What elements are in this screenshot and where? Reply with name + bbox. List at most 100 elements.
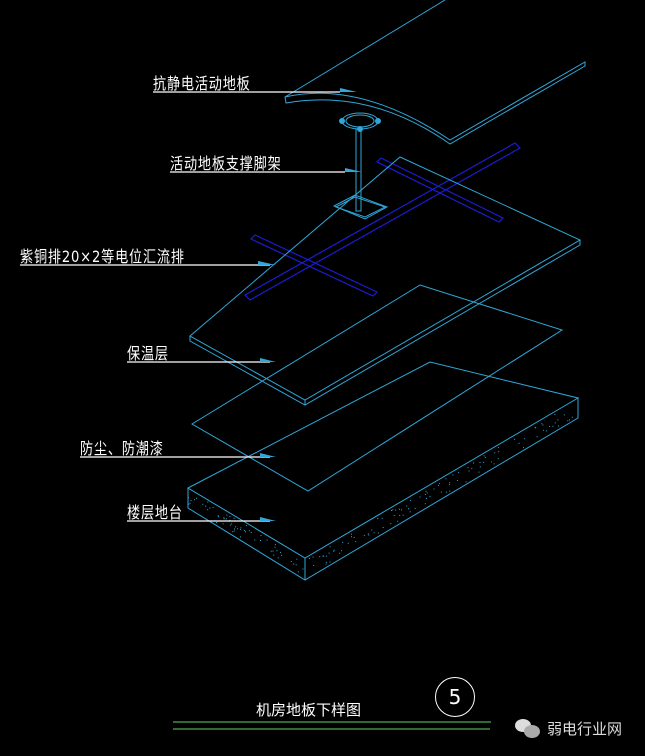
speckle bbox=[367, 533, 369, 535]
speckle bbox=[377, 532, 379, 534]
speckle bbox=[438, 484, 439, 486]
speckle bbox=[313, 564, 315, 566]
speckle bbox=[381, 517, 383, 519]
speckle bbox=[549, 426, 551, 427]
speckle bbox=[523, 447, 524, 449]
wechat-icon bbox=[515, 718, 541, 739]
speckle bbox=[329, 546, 331, 548]
speckle bbox=[536, 436, 538, 438]
speckle bbox=[216, 522, 218, 523]
speckle bbox=[448, 484, 450, 486]
speckle bbox=[439, 482, 441, 484]
speckle bbox=[245, 531, 246, 533]
watermark-text: 弱电行业网 bbox=[547, 720, 623, 738]
speckle bbox=[225, 518, 227, 520]
speckle bbox=[339, 552, 341, 554]
dust-moisture-paint-layer bbox=[191, 284, 564, 492]
speckle bbox=[355, 541, 357, 543]
speckle bbox=[382, 527, 384, 528]
speckle bbox=[333, 550, 335, 552]
speckle bbox=[272, 550, 274, 552]
speckle bbox=[445, 478, 447, 480]
speckle bbox=[231, 523, 233, 525]
speckle bbox=[254, 539, 256, 541]
speckle bbox=[209, 507, 211, 509]
speckle bbox=[222, 523, 224, 525]
speckle bbox=[274, 546, 276, 548]
speckle bbox=[471, 467, 473, 469]
speckle bbox=[290, 561, 292, 562]
label-antistatic-floor: 抗静电活动地板 bbox=[153, 74, 251, 93]
speckle bbox=[189, 502, 191, 504]
speckle bbox=[524, 438, 526, 440]
floor-slab bbox=[186, 361, 580, 581]
speckle bbox=[433, 488, 435, 490]
speckle bbox=[351, 536, 352, 538]
speckle bbox=[368, 534, 370, 536]
speckle bbox=[569, 419, 570, 421]
speckle bbox=[402, 514, 404, 516]
speckle bbox=[467, 467, 469, 468]
speckle bbox=[406, 505, 408, 507]
speckle bbox=[408, 508, 409, 510]
label-floor-slab: 楼层地台 bbox=[127, 503, 183, 522]
speckle bbox=[414, 507, 416, 509]
insulation-layer bbox=[189, 156, 582, 406]
speckle bbox=[188, 503, 190, 505]
speckle bbox=[347, 542, 349, 544]
speckle bbox=[260, 540, 261, 541]
speckle bbox=[483, 455, 485, 457]
speckle bbox=[328, 552, 330, 554]
speckle bbox=[377, 518, 379, 520]
speckle bbox=[276, 550, 278, 552]
speckle bbox=[194, 499, 195, 501]
speckle bbox=[534, 426, 536, 428]
label-dust-moisture-paint: 防尘、防潮漆 bbox=[80, 439, 164, 458]
speckle bbox=[567, 420, 569, 422]
speckle bbox=[554, 422, 556, 424]
title-underline bbox=[173, 721, 491, 730]
speckle bbox=[425, 490, 427, 492]
drawing-number: 5 bbox=[435, 677, 475, 717]
copper-busbar bbox=[244, 142, 521, 301]
label-copper-busbar: 紫铜排20×2等电位汇流排 bbox=[20, 247, 185, 266]
speckle bbox=[302, 568, 304, 570]
speckle bbox=[399, 508, 400, 510]
speckle bbox=[409, 511, 411, 513]
speckle bbox=[323, 555, 325, 557]
speckle bbox=[243, 530, 245, 532]
speckle bbox=[229, 519, 231, 521]
speckle bbox=[250, 532, 252, 533]
speckle bbox=[266, 539, 268, 541]
speckle bbox=[424, 493, 426, 495]
speckle bbox=[240, 527, 242, 529]
speckle bbox=[322, 555, 324, 557]
speckle bbox=[205, 505, 207, 507]
speckle bbox=[212, 506, 214, 508]
speckle bbox=[202, 503, 204, 505]
speckle bbox=[217, 515, 219, 517]
speckle bbox=[552, 425, 554, 427]
speckle bbox=[351, 533, 352, 535]
speckle bbox=[391, 510, 392, 511]
speckle bbox=[260, 535, 262, 536]
speckle bbox=[325, 563, 327, 565]
speckle bbox=[229, 516, 231, 517]
speckle bbox=[478, 471, 480, 473]
speckle bbox=[207, 501, 209, 503]
speckle bbox=[245, 525, 247, 527]
speckle bbox=[190, 500, 192, 502]
speckle bbox=[393, 515, 395, 516]
speckle bbox=[493, 463, 495, 465]
speckle bbox=[363, 534, 365, 536]
speckle bbox=[401, 509, 402, 511]
antistatic-floor-panel bbox=[284, 0, 586, 145]
speckle bbox=[353, 537, 355, 538]
drawing-title: 机房地板下样图 bbox=[256, 701, 362, 719]
speckle bbox=[232, 531, 234, 533]
speckle bbox=[230, 524, 232, 526]
speckle bbox=[446, 491, 447, 493]
concrete-texture bbox=[188, 414, 573, 573]
speckle bbox=[233, 517, 235, 519]
